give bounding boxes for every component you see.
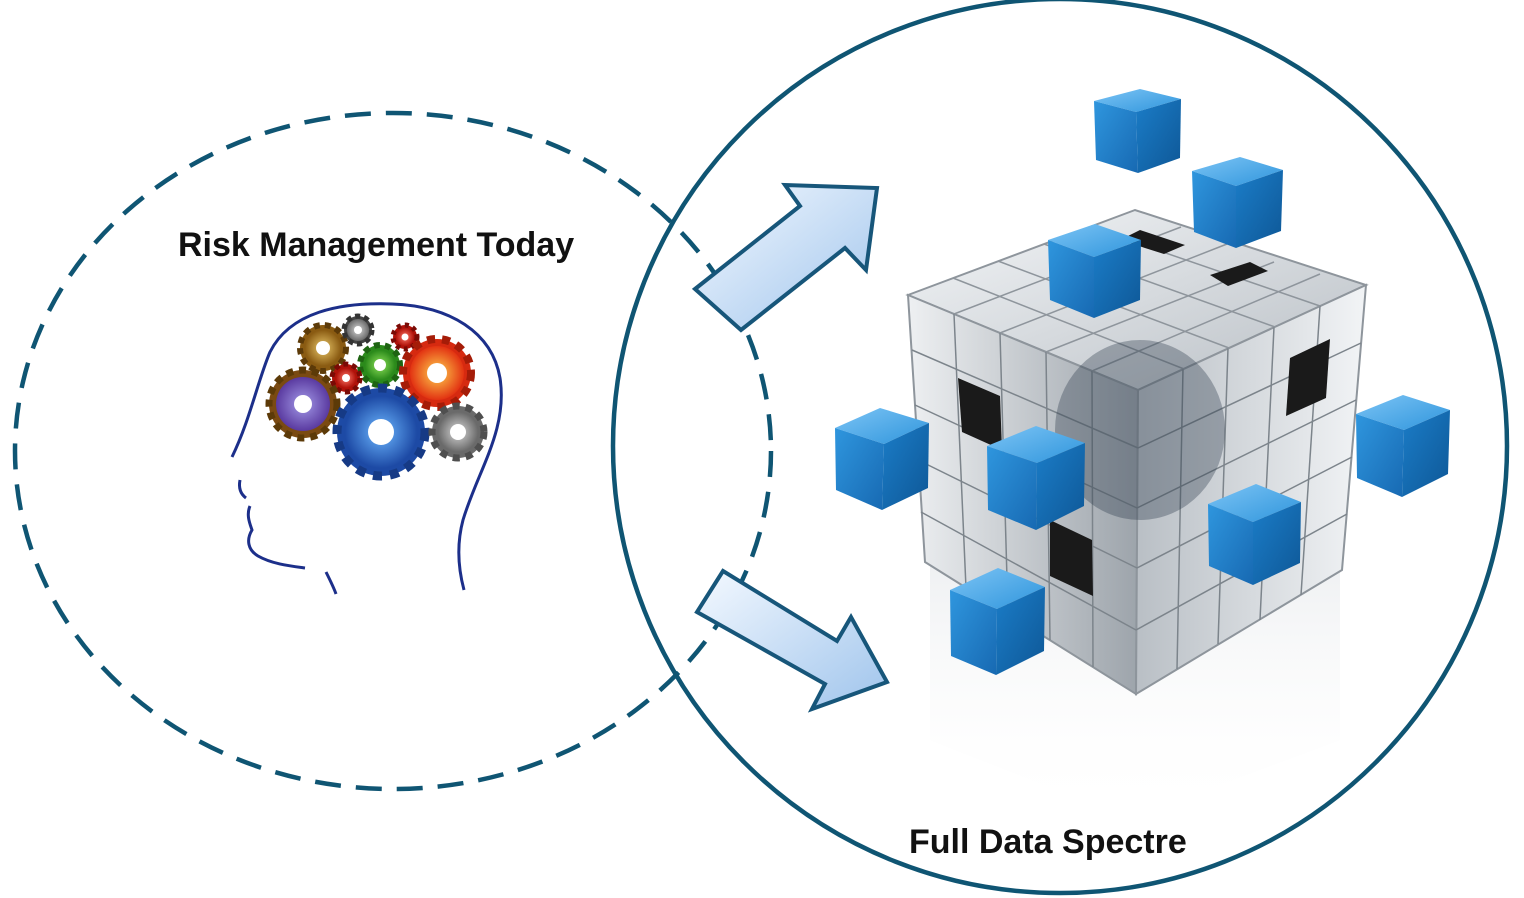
blue-cube xyxy=(835,408,929,510)
blue-cube xyxy=(987,426,1085,530)
head-with-gears-icon xyxy=(230,302,503,595)
blue-cube xyxy=(950,568,1045,675)
blue-cube xyxy=(1094,89,1181,173)
right-solid-circle xyxy=(610,0,1510,896)
blue-cube xyxy=(1356,395,1450,497)
risk-management-label: Risk Management Today xyxy=(178,226,575,264)
arrow-up-right-icon xyxy=(691,182,880,333)
arrow-down-right-icon xyxy=(694,568,890,713)
blue-cube xyxy=(1048,224,1141,318)
blue-cube xyxy=(1192,157,1283,248)
full-data-spectre-label: Full Data Spectre xyxy=(909,823,1187,861)
data-cube-icon xyxy=(835,89,1450,820)
blue-cube xyxy=(1208,484,1301,585)
left-dashed-circle xyxy=(12,110,774,792)
